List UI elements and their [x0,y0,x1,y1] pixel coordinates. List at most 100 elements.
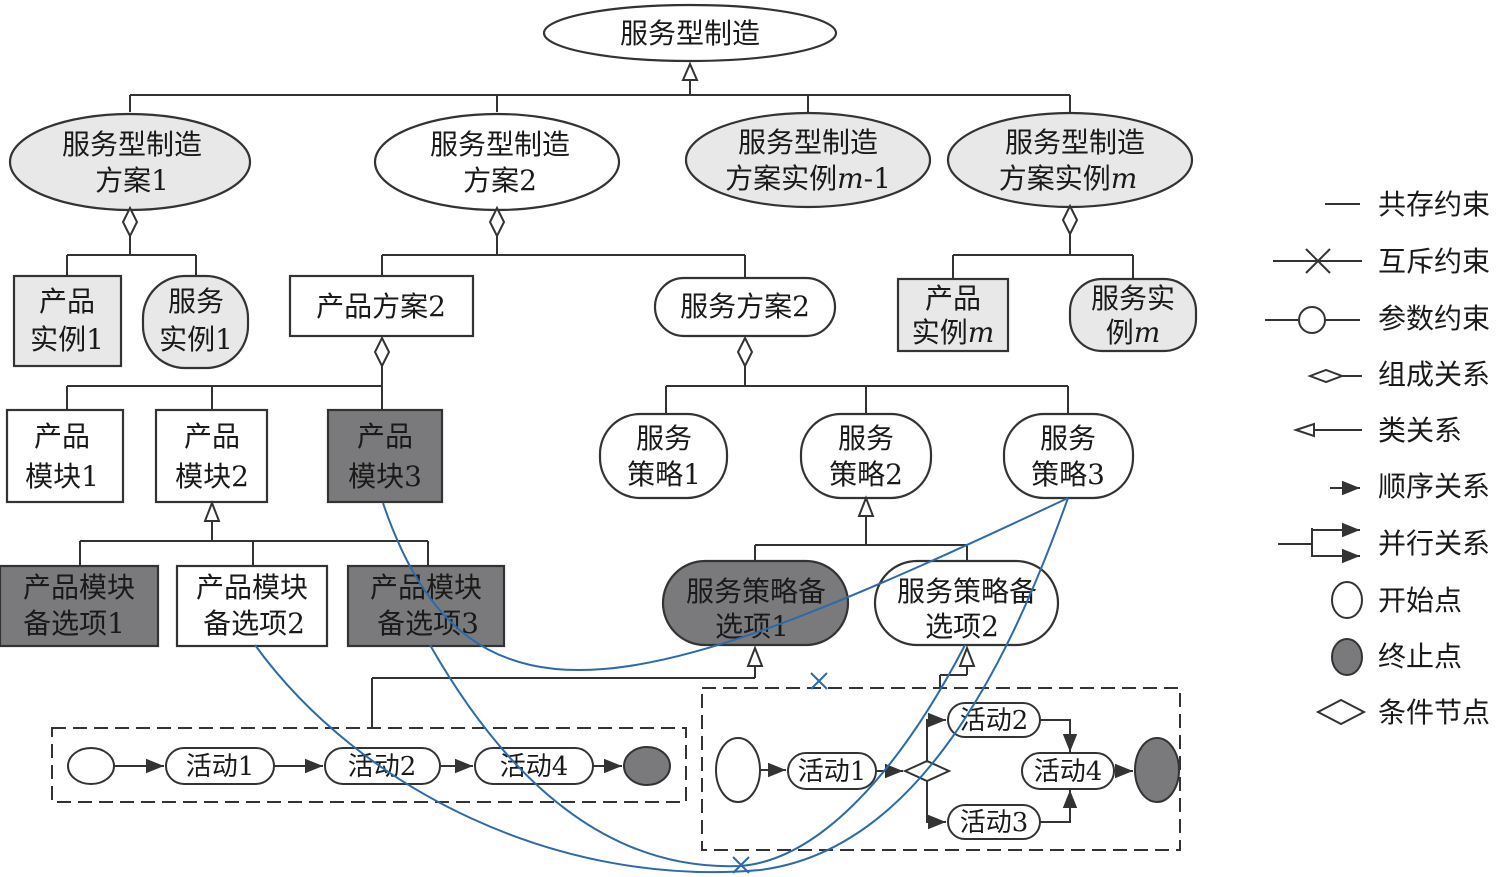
svg-text:服务方案2: 服务方案2 [680,290,810,323]
legend-parallel: 并行关系 [1278,522,1490,564]
svg-text:服务: 服务 [168,285,224,318]
product-module-1: 产品 模块1 [5,408,125,504]
service-plan-2: 服务方案2 [653,276,837,338]
scheme-instance-m-1: 服务型制造 方案实例m-1 [684,111,932,209]
svg-text:共存约束: 共存约束 [1378,188,1490,221]
composition-diamond [121,205,139,239]
process-flow-1-frame [51,727,687,803]
svg-text:模块2: 模块2 [175,460,249,493]
service-instance-1: 服务 实例1 [141,274,250,370]
scheme-connectors [66,234,1134,278]
svg-text:方案实例m: 方案实例m [999,162,1138,195]
svg-text:互斥约束: 互斥约束 [1378,245,1490,278]
svg-text:服务型制造: 服务型制造 [1005,126,1145,159]
flow1-activity-1: 活动1 [165,747,275,785]
svg-text:服务型制造: 服务型制造 [738,126,878,159]
scheme-1: 服务型制造 方案1 [8,112,252,212]
class-relation-triangle [681,61,699,81]
svg-text:终止点: 终止点 [1378,640,1462,673]
svg-text:方案实例m-1: 方案实例m-1 [725,162,891,195]
class-relation-triangle [746,645,764,667]
svg-text:产品模块: 产品模块 [196,571,308,604]
svg-text:产品: 产品 [925,282,981,315]
root-connectors [129,80,1071,112]
plan-connectors [66,366,1069,414]
flow1-activity-2: 活动2 [324,747,441,785]
process-flow-1: 活动1 活动2 活动4 [67,746,671,786]
mutex-cross-marks [732,672,828,874]
flow2-activity-1: 活动1 [787,752,877,790]
svg-text:服务型制造: 服务型制造 [620,17,760,50]
composition-diamond [1061,203,1079,237]
option-connectors [79,516,968,566]
svg-text:服务策略备: 服务策略备 [686,575,826,608]
product-module-2: 产品 模块2 [154,408,269,504]
module-option-1: 产品模块 备选项1 [0,564,160,648]
coexist-constraint-curve [254,497,1069,874]
legend-parameter: 参数约束 [1265,302,1490,335]
legend-coexist: 共存约束 [1325,188,1490,221]
flow2-activity-2: 活动2 [947,702,1041,738]
svg-text:产品模块: 产品模块 [23,571,135,604]
svg-text:产品: 产品 [184,420,240,453]
svg-text:活动3: 活动3 [960,808,1029,838]
service-strategy-2: 服务 策略2 [799,412,933,500]
composition-diamond [373,335,391,369]
module-option-3: 产品模块 备选项3 [346,564,506,648]
legend-start: 开始点 [1331,581,1462,619]
svg-text:产品: 产品 [357,420,413,453]
legend-condition: 条件节点 [1315,696,1490,729]
svg-text:策略1: 策略1 [627,458,701,491]
svg-text:条件节点: 条件节点 [1378,696,1490,729]
legend-mutex: 互斥约束 [1273,245,1490,278]
svg-text:产品: 产品 [39,285,95,318]
svg-text:实例1: 实例1 [159,323,233,356]
svg-text:并行关系: 并行关系 [1378,527,1490,560]
svg-text:策略2: 策略2 [829,458,903,491]
product-plan-2: 产品方案2 [288,274,475,338]
end-point [1134,737,1180,803]
service-strategy-1: 服务 策略1 [598,412,729,500]
svg-text:实例m: 实例m [912,316,995,349]
svg-text:服务: 服务 [1040,422,1096,455]
legend: 共存约束 互斥约束 参数约束 组成关系 类关系 顺序关系 [1265,188,1490,729]
legend-class: 类关系 [1292,414,1462,447]
svg-text:顺序关系: 顺序关系 [1378,470,1490,503]
svg-text:服务型制造: 服务型制造 [62,128,202,161]
svg-text:产品方案2: 产品方案2 [316,290,446,323]
service-strategy-3: 服务 策略3 [1002,412,1135,500]
svg-text:备选项3: 备选项3 [377,607,479,640]
start-point [715,737,761,803]
composition-diamond [736,335,754,369]
legend-composition: 组成关系 [1307,358,1490,391]
product-instance-m: 产品 实例m [896,277,1010,353]
module-option-2: 产品模块 备选项2 [175,564,329,648]
product-module-3: 产品 模块3 [326,408,444,504]
svg-text:活动1: 活动1 [798,757,867,787]
legend-end: 终止点 [1331,638,1462,676]
svg-text:选项2: 选项2 [925,610,999,643]
end-point [623,746,671,786]
svg-text:服务: 服务 [838,422,894,455]
flow2-activity-3: 活动3 [947,804,1041,840]
svg-text:开始点: 开始点 [1378,584,1462,617]
svg-text:模块3: 模块3 [348,460,422,493]
svg-text:策略3: 策略3 [1031,458,1105,491]
flow1-activity-4: 活动4 [474,747,594,785]
class-relation-triangle [203,500,221,522]
root-node: 服务型制造 [542,3,838,63]
svg-text:服务: 服务 [636,422,692,455]
svg-text:活动4: 活动4 [500,752,569,782]
svg-text:模块1: 模块1 [25,460,99,493]
svg-text:备选项2: 备选项2 [203,607,305,640]
strategy-option-1: 服务策略备 选项1 [661,559,850,647]
mutex-constraint-curve [382,497,1069,671]
start-point [67,747,115,785]
class-relation-triangle [857,495,875,517]
svg-text:组成关系: 组成关系 [1378,358,1490,391]
scheme-2: 服务型制造 方案2 [373,112,621,212]
svg-text:产品模块: 产品模块 [370,571,482,604]
strategy-option-2: 服务策略备 选项2 [873,559,1060,647]
svg-text:服务策略备: 服务策略备 [897,575,1037,608]
